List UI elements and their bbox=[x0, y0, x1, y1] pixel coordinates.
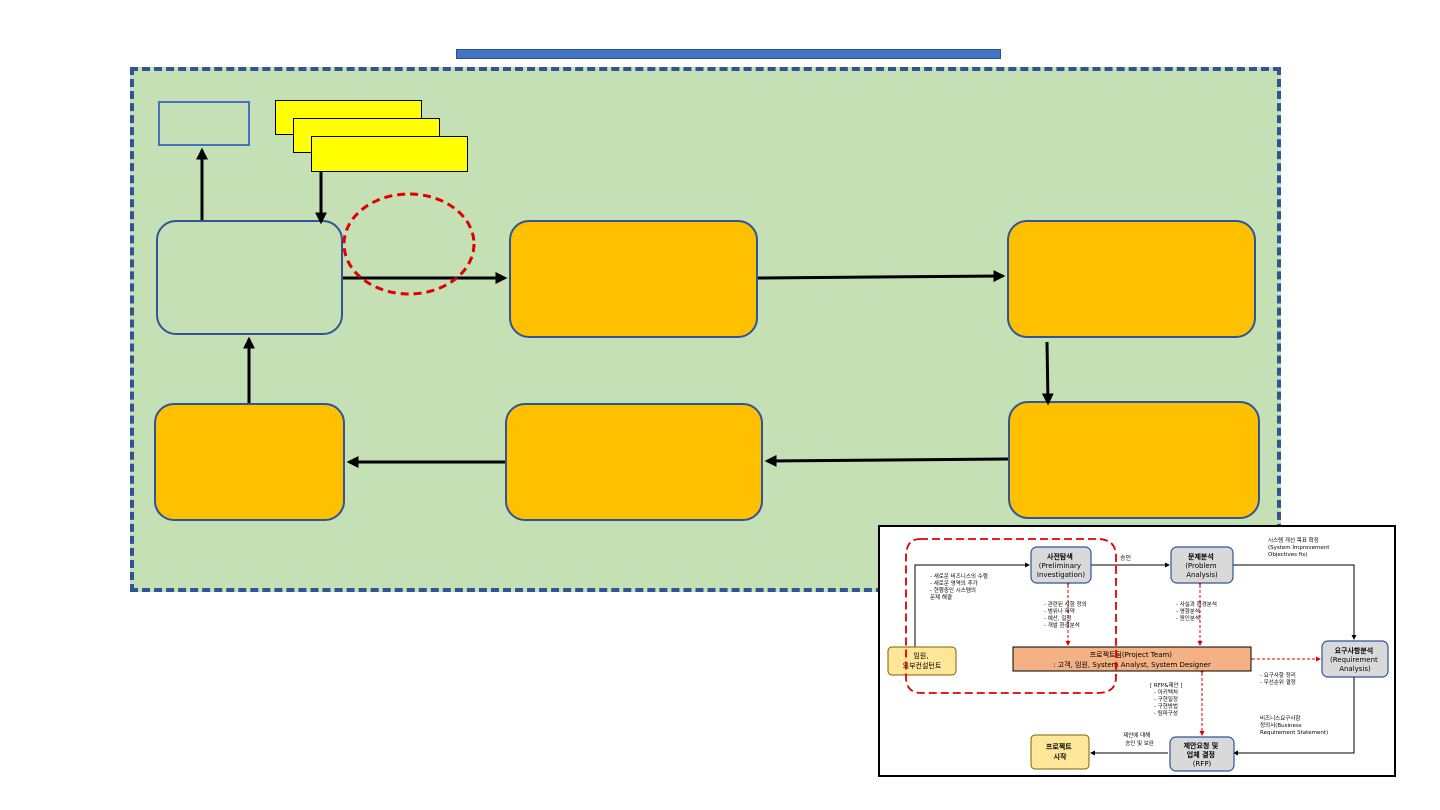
ref-label-rfp-proposal: [ RFP&제안 ] - 아키텍처 - 구현일정 - 구현방법 - 팀파구성 bbox=[1150, 681, 1184, 717]
ref-node-client bbox=[887, 646, 957, 676]
svg-text:제안요청 및 업체 결정 (RFP): 제안요청 및 업체 결정 (RFP) bbox=[1184, 741, 1221, 768]
stage-box-3 bbox=[1007, 220, 1256, 338]
ref-highlight-region bbox=[905, 538, 1117, 694]
ref-label-approval: 승인 bbox=[1120, 555, 1131, 562]
ref-label-improvement-goal: 시스템 개선 목표 확정 (System Improvement Objecti… bbox=[1268, 536, 1331, 558]
svg-text:문제분석 (Problem Anal: 문제분석 (Problem Analysis) bbox=[1185, 552, 1219, 579]
ref-node-rfp bbox=[1169, 736, 1235, 772]
ref-node-project-team bbox=[1012, 646, 1252, 672]
stage-box-4 bbox=[1008, 401, 1260, 519]
svg-text:프로젝트 시작: 프로젝트 시작 bbox=[1046, 742, 1074, 761]
start-stage-box bbox=[156, 220, 343, 335]
ref-arrow-req-to-rfp bbox=[1233, 673, 1355, 756]
ref-label-client-needs: - 새로운 비즈니스의 수행 - 새로운 영역의 추가 - 현행중인 시스템의 … bbox=[930, 572, 990, 601]
ref-label-proposal-approval: 제안에 대해 승인 및 보완 bbox=[1123, 731, 1154, 747]
svg-text:사전탐색 (Preliminary: 사전탐색 (Preliminary Investigation) bbox=[1037, 552, 1085, 579]
svg-text:요구사항분석 (Requirement: 요구사항분석 (Requirement Analysis) bbox=[1330, 646, 1380, 673]
ref-node-start bbox=[1030, 734, 1090, 770]
ref-node-problem bbox=[1170, 546, 1234, 584]
stage-box-2 bbox=[509, 220, 758, 338]
svg-text:프로젝트팀(Project Team) : 고객: 프로젝트팀(Project Team) : 고객, 임원, System Ana… bbox=[1053, 650, 1211, 669]
ref-label-req-items: - 요구사항 정리 - 우선순위 결정 bbox=[1260, 671, 1298, 686]
ref-arrow-problem-to-req bbox=[1233, 564, 1357, 640]
output-box bbox=[158, 101, 250, 146]
ref-label-brs: 비즈니스요구사항 정의서(Business Requirement Statem… bbox=[1260, 714, 1328, 736]
ref-node-preliminary bbox=[1030, 546, 1092, 584]
svg-text:임원, 외부컨설턴트: 임원, 외부컨설턴트 bbox=[903, 651, 942, 670]
reference-diagram: 사전탐색 (Preliminary Investigation) 문제분석 (P… bbox=[878, 525, 1396, 777]
title-bar bbox=[456, 49, 1001, 59]
stage-box-6 bbox=[154, 403, 345, 521]
ref-label-problem-items: - 사실과 환경분석 - 영향분석 - 원인분석 bbox=[1176, 600, 1219, 622]
ref-node-requirement bbox=[1321, 640, 1389, 678]
ref-arrow-client-to-prelim bbox=[914, 562, 1030, 648]
reference-diagram-svg: 사전탐색 (Preliminary Investigation) 문제분석 (P… bbox=[887, 536, 1389, 772]
ref-label-prelim-items: - 관련된 사항 정의 - 범위나 제약 - 예산, 일정 - 개발 환경분석 bbox=[1044, 600, 1088, 629]
input-note-3 bbox=[311, 136, 468, 172]
stage-box-5 bbox=[505, 403, 763, 521]
